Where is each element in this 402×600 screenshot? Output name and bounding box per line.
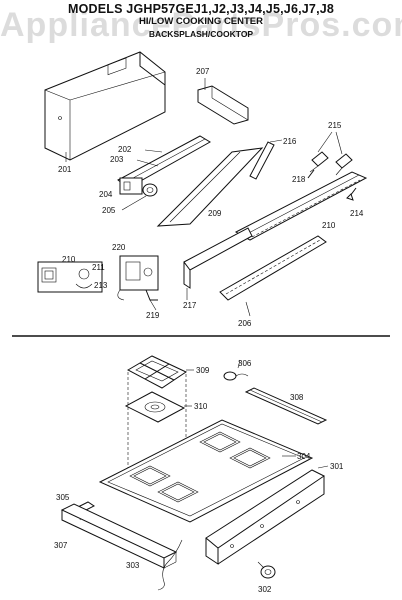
label-306: 306: [238, 359, 252, 368]
part-204-switch[interactable]: [119, 177, 143, 195]
part-301-front-rail[interactable]: [205, 469, 325, 565]
label-307: 307: [54, 541, 68, 550]
label-202: 202: [118, 145, 132, 154]
leader-206: [245, 301, 251, 317]
part-216-strip[interactable]: [249, 141, 275, 180]
part-307-front-trim[interactable]: [60, 503, 178, 569]
label-217: 217: [183, 301, 197, 310]
section-title: BACKSPLASH/COOKTOP: [148, 29, 254, 39]
leader-215b: [335, 131, 343, 155]
leader-301: [317, 465, 329, 469]
label-214: 214: [350, 209, 364, 218]
label-302: 302: [258, 585, 272, 594]
label-303: 303: [126, 561, 140, 570]
part-201-back-panel[interactable]: [44, 51, 166, 161]
part-218-screw[interactable]: [307, 169, 315, 179]
label-301: 301: [330, 462, 344, 471]
part-306-igniter[interactable]: [223, 371, 249, 381]
part-310-burner-pan[interactable]: [124, 391, 186, 423]
label-218: 218: [292, 175, 306, 184]
label-220: 220: [112, 243, 126, 252]
part-215-clips[interactable]: [309, 151, 353, 176]
leader-216: [269, 139, 283, 143]
part-206-vent-strip[interactable]: [219, 235, 327, 301]
diagram-subtitle: HI/LOW COOKING CENTER: [138, 16, 264, 27]
label-304: 304: [297, 452, 311, 461]
leader-215a: [317, 131, 333, 153]
label-203: 203: [110, 155, 124, 164]
label-211: 211: [92, 263, 105, 272]
label-309: 309: [196, 366, 210, 375]
label-219: 219: [146, 311, 160, 320]
leader-203: [136, 159, 159, 167]
part-210-switch-box[interactable]: [37, 261, 103, 293]
part-220-control-assembly[interactable]: [117, 255, 159, 301]
label-204: 204: [99, 190, 113, 199]
part-309-grate[interactable]: [126, 355, 188, 389]
leader-205: [121, 195, 147, 211]
watermark: AppliancePartsPros.com: [0, 6, 402, 44]
part-217-end-bracket[interactable]: [183, 227, 253, 300]
label-209: 209: [208, 209, 222, 218]
part-207-bracket[interactable]: [197, 85, 249, 125]
label-215: 215: [328, 121, 342, 130]
label-216: 216: [283, 137, 297, 146]
leader-202: [144, 149, 163, 153]
leader-219: [149, 299, 157, 311]
label-210: 210: [322, 221, 336, 230]
label-210b: 210: [62, 255, 76, 264]
label-213: 213: [94, 281, 108, 290]
label-207: 207: [196, 67, 210, 76]
label-308: 308: [290, 393, 304, 402]
part-308-rear-trim[interactable]: [244, 387, 328, 425]
leader-306: [237, 359, 241, 369]
part-304-cooktop[interactable]: [98, 419, 314, 523]
diagram-title: MODELS JGHP57GEJ1,J2,J3,J4,J5,J6,J7,J8: [67, 2, 335, 16]
part-209-glass-panel[interactable]: [156, 147, 264, 227]
part-302-knob[interactable]: [257, 561, 276, 579]
part-205-knob[interactable]: [142, 183, 158, 197]
label-310: 310: [194, 402, 208, 411]
part-303-wire[interactable]: [157, 539, 183, 591]
label-205: 205: [102, 206, 116, 215]
part-214-screw[interactable]: [346, 187, 357, 201]
label-305: 305: [56, 493, 70, 502]
label-206: 206: [238, 319, 252, 328]
label-201: 201: [58, 165, 72, 174]
